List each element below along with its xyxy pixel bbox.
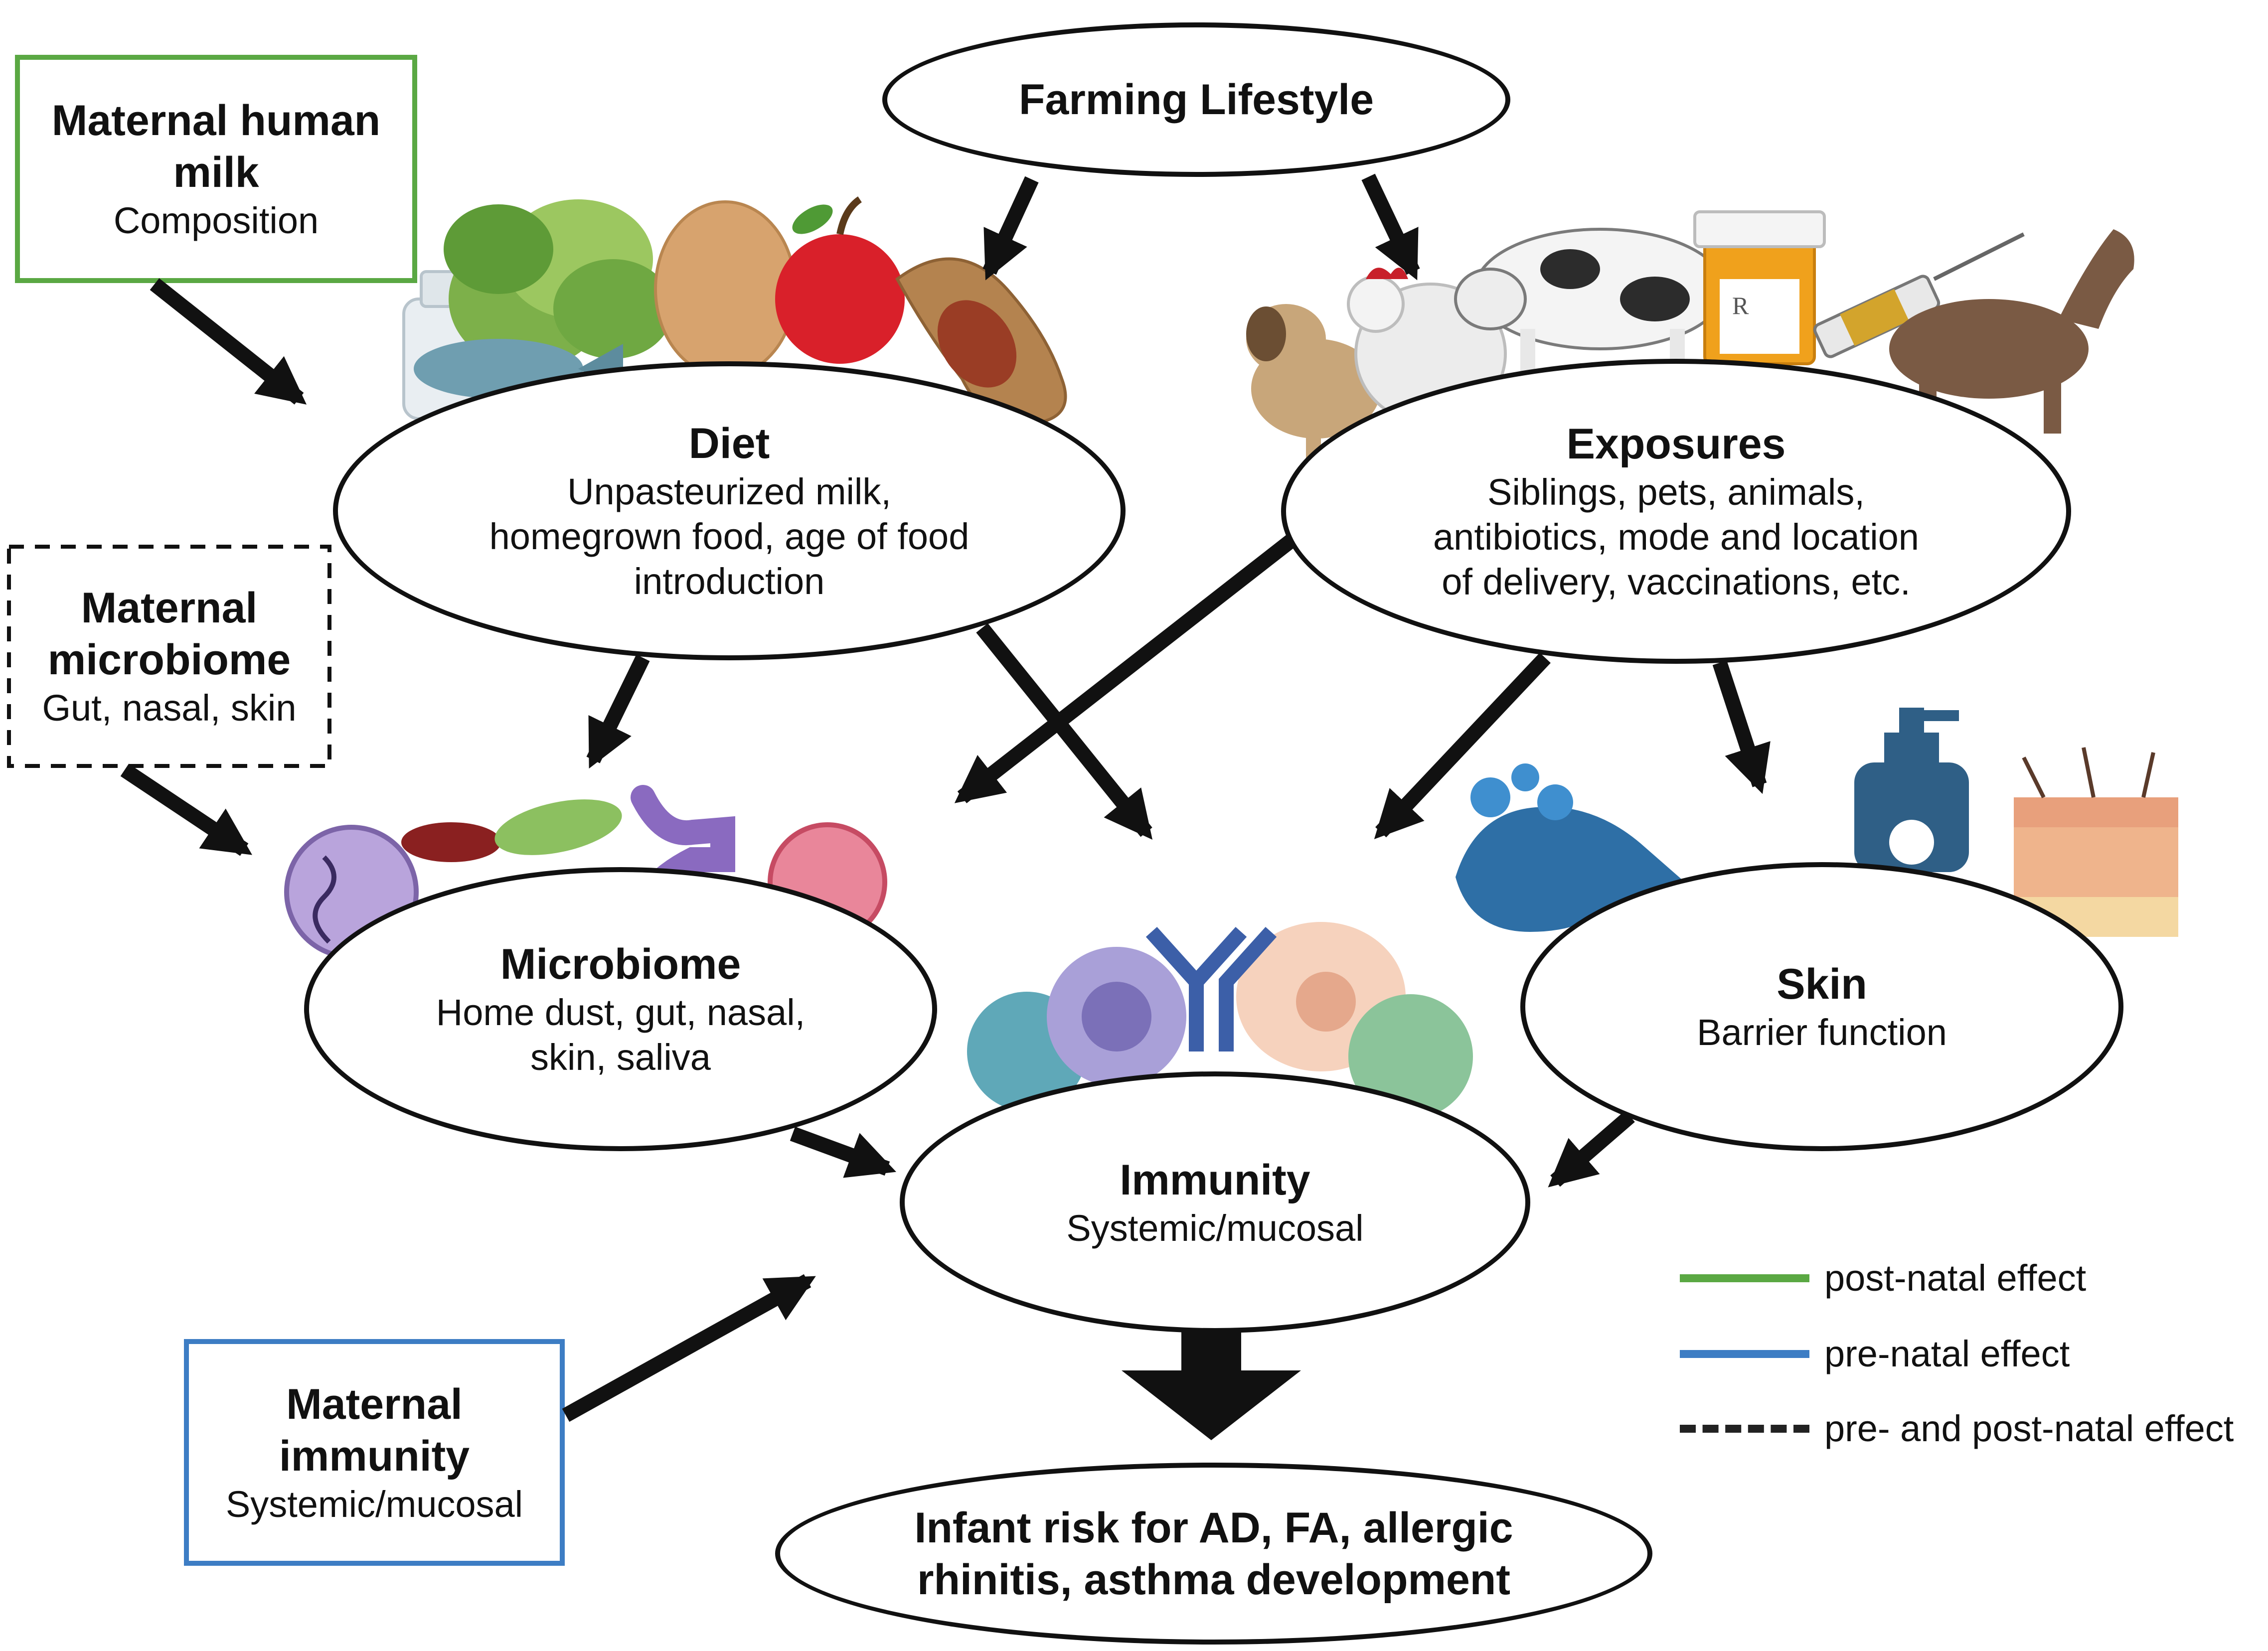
- exposures-line-2: antibiotics, mode and location: [1433, 516, 1919, 558]
- svg-text:R: R: [1732, 292, 1749, 319]
- immunity-node: Immunity Systemic/mucosal: [900, 1071, 1530, 1333]
- arrow-diet-to-immunity: [976, 623, 1153, 840]
- cow-icon: [1454, 228, 1726, 389]
- maternal-immunity-title-2: immunity: [279, 1432, 470, 1480]
- skin-line-1: Barrier function: [1697, 1012, 1947, 1053]
- legend-label-post-natal: post-natal effect: [1824, 1257, 2087, 1299]
- maternal-microbiome-title-1: Maternal: [81, 584, 258, 632]
- legend-line-post-natal: [1680, 1274, 1809, 1282]
- maternal-immunity-sub: Systemic/mucosal: [225, 1483, 523, 1525]
- maternal-microbiome-title-2: microbiome: [47, 636, 291, 684]
- horse-icon: [1889, 229, 2134, 434]
- arrow-exposures-to-skin: [1712, 660, 1771, 794]
- exposures-title: Exposures: [1566, 420, 1786, 468]
- farming-lifestyle-title: Farming Lifestyle: [1018, 76, 1374, 124]
- skin-node: Skin Barrier function: [1520, 862, 2123, 1151]
- arrow-exposures-to-immunity: [1374, 652, 1551, 839]
- diet-title: Diet: [688, 420, 770, 467]
- arrow-exposures-to-microbiome: [954, 535, 1296, 803]
- vegetables-icon: [444, 199, 673, 369]
- legend-item-pre-natal: pre-natal effect: [1680, 1332, 2070, 1376]
- arrow-skin-to-immunity: [1548, 1110, 1635, 1188]
- diet-line-1: Unpasteurized milk,: [567, 471, 891, 512]
- diet-line-2: homegrown food, age of food: [489, 516, 970, 557]
- arrow-farming-to-exposures: [1361, 173, 1420, 281]
- maternal-milk-title-2: milk: [173, 149, 259, 196]
- farming-lifestyle-node: Farming Lifestyle: [882, 22, 1510, 177]
- maternal-milk-box: Maternal human milk Composition: [22, 62, 410, 276]
- skin-layers-icon: [2014, 747, 2178, 937]
- legend-label-pre-and-post-natal: pre- and post-natal effect: [1824, 1408, 2234, 1449]
- arrow-maternal-milk-to-diet: [150, 278, 307, 405]
- legend-line-pre-and-post-natal: [1680, 1425, 1809, 1433]
- immune-cells-icon: [967, 922, 1473, 1119]
- legend-item-pre-and-post-natal: pre- and post-natal effect: [1680, 1406, 2234, 1451]
- maternal-microbiome-box: Maternal microbiome Gut, nasal, skin: [15, 553, 324, 760]
- pill-bottle-icon: R: [1693, 210, 1826, 365]
- exposures-node: Exposures Siblings, pets, animals, antib…: [1281, 359, 2071, 664]
- soap-bottle-icon: [1854, 708, 1969, 872]
- microbiome-line-1: Home dust, gut, nasal,: [436, 992, 806, 1033]
- antibody-icon: [1145, 926, 1277, 1051]
- maternal-microbiome-sub: Gut, nasal, skin: [42, 687, 297, 729]
- arrow-microbiome-to-immunity: [790, 1126, 897, 1178]
- arrow-farming-to-diet: [982, 176, 1039, 281]
- dog-icon: [1246, 304, 1381, 458]
- arrow-maternal-microbiome-to-microbiome: [120, 763, 252, 856]
- maternal-milk-title-1: Maternal human: [51, 97, 381, 145]
- exposures-line-1: Siblings, pets, animals,: [1487, 471, 1865, 513]
- legend-item-post-natal: post-natal effect: [1680, 1256, 2086, 1301]
- diet-line-3: introduction: [634, 561, 825, 602]
- maternal-immunity-box: Maternal immunity Systemic/mucosal: [191, 1347, 557, 1558]
- apple-icon: [775, 196, 905, 364]
- microbiome-node: Microbiome Home dust, gut, nasal, skin, …: [304, 867, 937, 1151]
- arrow-diet-to-microbiome: [586, 654, 650, 769]
- outcome-line-2: rhinitis, asthma development: [917, 1555, 1510, 1604]
- diet-node: Diet Unpasteurized milk, homegrown food,…: [333, 361, 1126, 660]
- egg-icon: [654, 200, 797, 378]
- legend-line-pre-natal: [1680, 1350, 1809, 1358]
- maternal-milk-sub: Composition: [113, 200, 319, 241]
- skin-title: Skin: [1777, 960, 1867, 1008]
- microbiome-line-2: skin, saliva: [530, 1037, 711, 1078]
- microbiome-title: Microbiome: [500, 940, 741, 988]
- arrow-maternal-immunity-to-immunity: [562, 1274, 816, 1422]
- outcome-line-1: Infant risk for AD, FA, allergic: [914, 1503, 1513, 1552]
- exposures-line-3: of delivery, vaccinations, etc.: [1442, 561, 1911, 602]
- immunity-title: Immunity: [1120, 1156, 1310, 1204]
- syringe-icon: [1813, 232, 2025, 358]
- outcome-node: Infant risk for AD, FA, allergic rhiniti…: [775, 1463, 1652, 1645]
- legend-label-pre-natal: pre-natal effect: [1824, 1333, 2070, 1374]
- maternal-immunity-title-1: Maternal: [286, 1380, 463, 1428]
- immunity-line-1: Systemic/mucosal: [1066, 1207, 1364, 1249]
